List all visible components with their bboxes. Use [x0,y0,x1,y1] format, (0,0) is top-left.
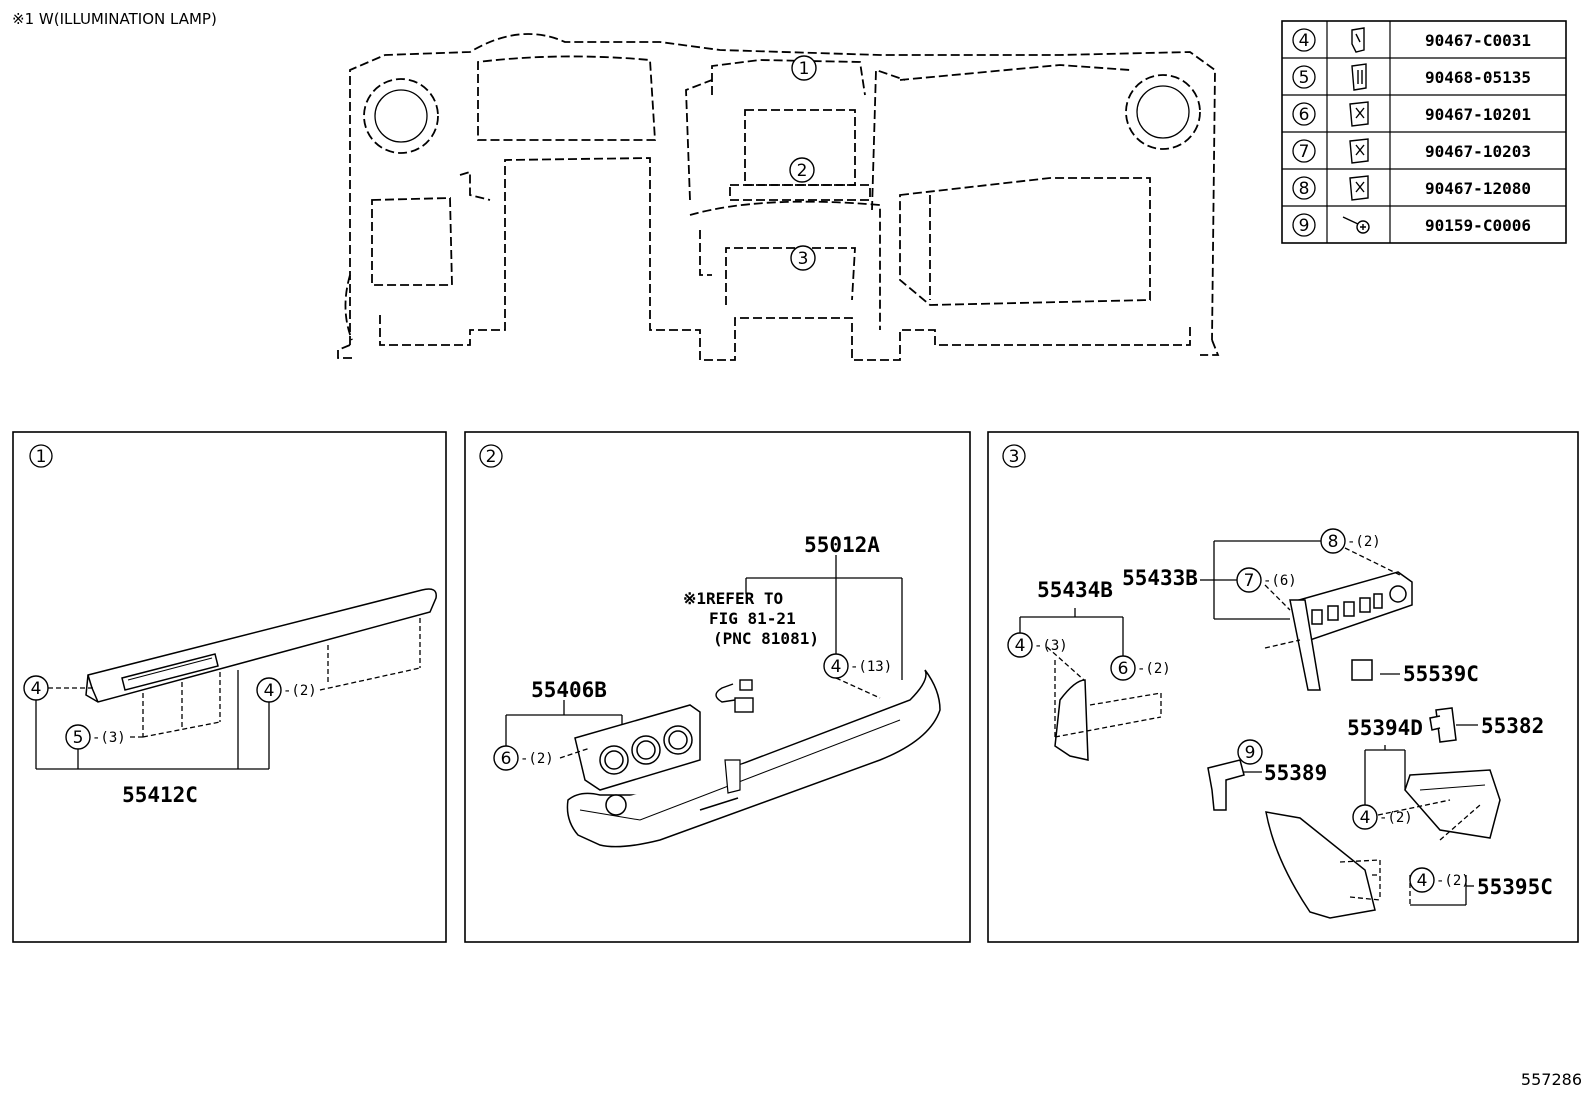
cap-55539C [1351,659,1373,681]
table-part-number: 90467-12080 [1425,179,1531,198]
clip-icon [1349,138,1369,164]
panel-3-callout-8: 8 [1328,532,1339,552]
part-55434B: 55434B [1037,578,1113,602]
table-row: 5 90468-05135 [1292,63,1531,91]
dash-top-pad [85,588,437,703]
part-55382: 55382 [1481,714,1544,738]
part-55012A: 55012A [804,533,880,557]
panel-3-callout-4c: 4 [1417,871,1428,891]
part-55406B: 55406B [531,678,607,702]
table-part-number: 90467-10201 [1425,105,1531,124]
vent-assembly [574,704,701,791]
detail-panel-3: 3 [987,431,1579,943]
panel-2-callout-4: 4 [831,657,842,677]
table-part-number: 90467-10203 [1425,142,1531,161]
panel-3-callout-9: 9 [1245,743,1256,763]
panel-3-qty-6: -(2) [1137,661,1171,677]
panel-1-callout-4b: 4 [264,681,275,701]
panel-2-qty-6: -(2) [520,751,554,767]
table-ref: 8 [1299,179,1310,199]
table-row: 9 90159-C0006 [1292,213,1531,237]
panel-1-qty-5: -(3) [92,730,126,746]
clip-icon [1349,175,1369,201]
clip-icon [1349,101,1369,127]
table-part-number: 90468-05135 [1425,68,1531,87]
panel-1-label: 1 [36,447,47,467]
refer-line-2: FIG 81-21 [709,609,796,628]
refer-line-1: ※1REFER TO [683,589,783,608]
clip-icon [1351,63,1367,91]
panel-3-label: 3 [1009,447,1020,467]
overview-callout-2: 2 [797,161,808,181]
panel-1-callout-5: 5 [73,728,84,748]
instrument-panel-lower [566,669,941,848]
panel-3-callout-6: 6 [1118,659,1129,679]
panel-2-callout-6: 6 [501,749,512,769]
table-part-number: 90159-C0006 [1425,216,1531,235]
panel-3-qty-8: -(2) [1347,534,1381,550]
part-55395C: 55395C [1477,875,1553,899]
table-row: 4 90467-C0031 [1292,27,1531,53]
panel-3-qty-7: -(6) [1263,573,1297,589]
overview-callout-3: 3 [798,249,809,269]
table-row: 6 90467-10201 [1292,101,1531,127]
table-row: 8 90467-12080 [1292,175,1531,201]
table-ref: 5 [1299,68,1310,88]
detail-panel-1: 1 [12,431,447,943]
panel-3-qty-4c: -(2) [1436,873,1470,889]
panel-3-qty-4a: -(3) [1034,638,1068,654]
dashboard-overview [337,33,1220,361]
table-ref: 7 [1299,142,1310,162]
part-55433B: 55433B [1122,566,1198,590]
compartment-55394D [1404,769,1501,839]
part-55539C: 55539C [1403,662,1479,686]
illumination-lamp-note: ※1 W(ILLUMINATION LAMP) [12,10,217,28]
panel-3-callout-4a: 4 [1015,636,1026,656]
bracket-55389 [1207,759,1245,811]
overview-callouts: 1 2 3 [789,55,817,271]
table-ref: 6 [1299,105,1310,125]
part-55394D: 55394D [1347,716,1423,740]
table-part-number: 90467-C0031 [1425,31,1531,50]
panel-3-qty-4b: -(2) [1379,810,1413,826]
refer-line-3: (PNC 81081) [713,629,819,648]
panel-1-callout-4a: 4 [31,679,42,699]
part-55412C: 55412C [122,783,198,807]
panel-2-label: 2 [486,447,497,467]
panel-1-qty-4b: -(2) [283,683,317,699]
switch-panel-55433B [1289,571,1413,691]
table-ref: 9 [1299,216,1310,236]
overview-callout-1: 1 [799,59,810,79]
panel-3-callout-7: 7 [1244,571,1255,591]
screw-icon [1342,216,1370,234]
panel-3-callout-4b: 4 [1360,808,1371,828]
table-ref: 4 [1299,31,1310,51]
lid-55395C [1265,811,1376,919]
detail-panel-2: 2 [464,431,971,943]
figure-number: 557286 [1520,1070,1582,1089]
bracket-55382 [1429,707,1457,743]
table-row: 7 90467-10203 [1292,138,1531,164]
panel-2-qty-4: -(13) [850,659,892,675]
wire-harness [715,679,754,713]
side-panel-55434B [1054,679,1089,761]
clip-icon [1351,27,1365,53]
part-55389: 55389 [1264,761,1327,785]
fastener-table: 4 90467-C0031 5 90468-05135 6 90467-1020… [1281,20,1567,244]
